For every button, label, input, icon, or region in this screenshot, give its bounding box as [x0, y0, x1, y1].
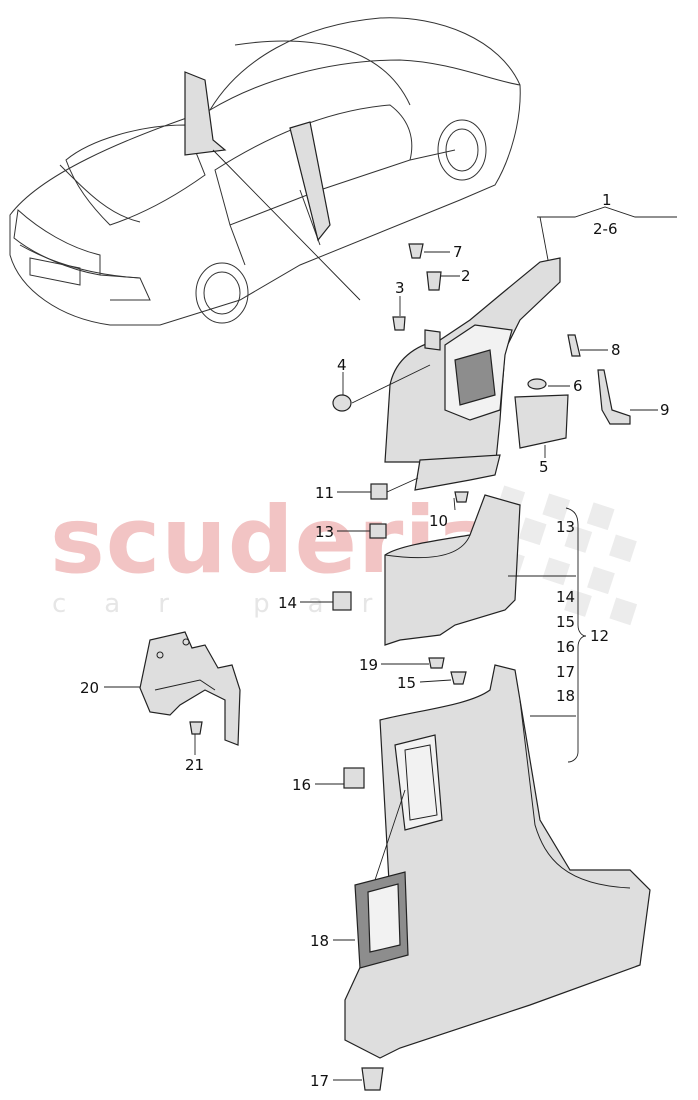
- callout-15: 15: [397, 674, 416, 692]
- group-item-13: 13: [556, 518, 575, 536]
- cap-16: [343, 767, 365, 789]
- upper-pillar-trim: [384, 257, 569, 491]
- b-pillar-lower-trim: [344, 664, 651, 1059]
- leader-lines: [104, 206, 677, 1081]
- screw-10: [454, 491, 469, 503]
- callout-14: 14: [278, 594, 297, 612]
- callout-12: 12: [590, 627, 609, 645]
- bracket-20: [139, 631, 241, 746]
- clip-4: [332, 394, 352, 412]
- callout-7: 7: [453, 243, 463, 261]
- callout-6: 6: [573, 377, 583, 395]
- screw-21: [189, 721, 203, 735]
- screw-15: [450, 671, 467, 685]
- cover-cap-5: [514, 394, 569, 449]
- group-item-18: 18: [556, 687, 575, 705]
- car-c-pillar-highlight: [184, 71, 227, 156]
- callout-labels: 1 2-6 7 2 3 8 4 6 9 5 11 10 13 14 19 15 …: [80, 191, 670, 1090]
- nut-11: [370, 483, 388, 500]
- callout-2: 2: [461, 267, 471, 285]
- callout-19: 19: [359, 656, 378, 674]
- screw-3: [392, 316, 406, 331]
- fasteners: [189, 243, 631, 1091]
- callout-16: 16: [292, 776, 311, 794]
- bracket-9: [597, 369, 631, 425]
- group-item-15: 15: [556, 613, 575, 631]
- callout-13: 13: [315, 523, 334, 541]
- group-item-16: 16: [556, 638, 575, 656]
- callout-20: 20: [80, 679, 99, 697]
- b-pillar-upper-trim: [384, 494, 521, 646]
- callout-10: 10: [429, 512, 448, 530]
- callout-1-range: 2-6: [593, 220, 618, 238]
- screw-19: [428, 657, 445, 669]
- callout-21: 21: [185, 756, 204, 774]
- callout-11: 11: [315, 484, 334, 502]
- car-b-pillar-highlight: [289, 121, 331, 242]
- fastener-7: [408, 243, 424, 259]
- callout-17: 17: [310, 1072, 329, 1090]
- washer-6: [527, 378, 547, 390]
- callout-3: 3: [395, 279, 405, 297]
- clip-13: [369, 523, 387, 539]
- callout-18: 18: [310, 932, 329, 950]
- callout-4: 4: [337, 356, 347, 374]
- cap-14: [332, 591, 352, 611]
- screw-8: [567, 334, 581, 357]
- callout-5: 5: [539, 458, 549, 476]
- callout-8: 8: [611, 341, 621, 359]
- callout-9: 9: [660, 401, 670, 419]
- fastener-2: [426, 271, 442, 291]
- clip-17: [361, 1067, 384, 1091]
- group-item-14: 14: [556, 588, 575, 606]
- car-illustration: [9, 17, 521, 326]
- group-item-17: 17: [556, 663, 575, 681]
- callout-1: 1: [602, 191, 612, 209]
